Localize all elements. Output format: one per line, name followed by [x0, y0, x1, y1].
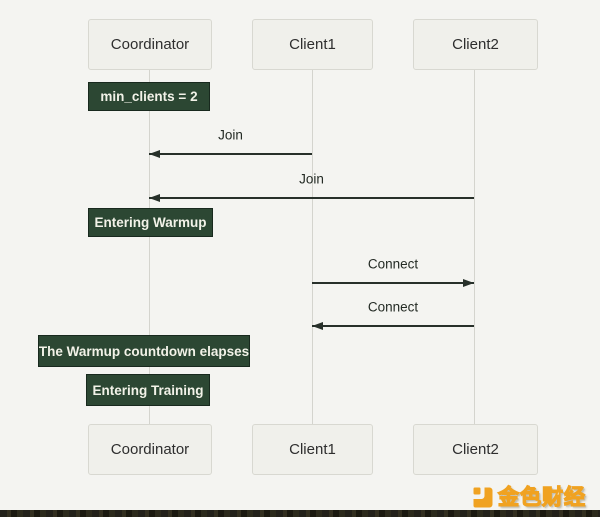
lifeline-coordinator	[149, 70, 150, 424]
message-arrowhead-0	[149, 149, 160, 158]
actor-box-coordinator-top: Coordinator	[88, 19, 212, 70]
message-label-1: Join	[299, 171, 324, 187]
lifeline-client1	[312, 70, 313, 424]
message-line-3	[312, 325, 474, 327]
actor-box-client1-bottom: Client1	[252, 424, 373, 475]
message-line-0	[149, 153, 312, 155]
watermark: 金色财经	[473, 485, 586, 509]
actor-box-coordinator-bottom: Coordinator	[88, 424, 212, 475]
actor-box-client1-top: Client1	[252, 19, 373, 70]
message-line-1	[149, 197, 474, 199]
message-label-0: Join	[218, 127, 243, 143]
message-arrowhead-1	[149, 193, 160, 202]
note-box-2: The Warmup countdown elapses	[38, 335, 250, 367]
actor-box-client2-bottom: Client2	[413, 424, 538, 475]
footer-noise-bar	[0, 510, 600, 517]
note-box-3: Entering Training	[86, 374, 210, 406]
message-label-3: Connect	[367, 299, 419, 315]
message-arrowhead-3	[312, 321, 323, 330]
gold-finance-logo-icon	[473, 487, 493, 508]
lifeline-client2	[474, 70, 475, 424]
actor-box-client2-top: Client2	[413, 19, 538, 70]
note-box-0: min_clients = 2	[88, 82, 210, 111]
note-box-1: Entering Warmup	[88, 208, 213, 237]
message-label-2: Connect	[367, 256, 419, 272]
message-line-2	[312, 282, 474, 284]
watermark-brand-text: 金色财经	[497, 485, 586, 509]
message-arrowhead-2	[463, 278, 474, 287]
